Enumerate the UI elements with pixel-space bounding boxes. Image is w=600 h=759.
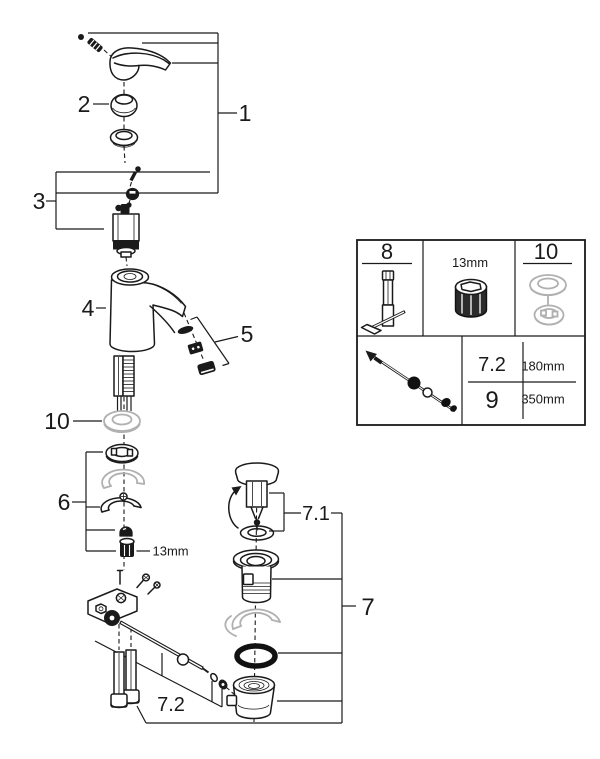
- callout-7-2: 7.2: [157, 694, 185, 716]
- lever-handle: [109, 47, 172, 81]
- table-row2-part: 9: [485, 387, 498, 414]
- shank: [113, 355, 135, 411]
- callout-6: 6: [58, 489, 71, 515]
- table-row1-length: 180mm: [521, 359, 564, 374]
- mousseur-set: [177, 326, 216, 376]
- drain-body: [226, 675, 276, 720]
- supply-hoses: [110, 649, 140, 709]
- callout-brackets: [46, 32, 356, 724]
- callout-5: 5: [241, 321, 254, 347]
- o-ring: [234, 643, 278, 669]
- plug-washer: [239, 525, 275, 541]
- callout-7-1: 7.1: [302, 503, 330, 525]
- stabilizer-plate-ghost: [101, 468, 145, 489]
- handle-cap: [110, 93, 138, 118]
- callout-13mm: 13mm: [153, 544, 189, 559]
- info-table: 8 13mm 10: [356, 239, 586, 426]
- rod-kit-icon: [365, 350, 457, 413]
- table-label-8: 8: [381, 239, 393, 264]
- mounting-ring-nut: [105, 443, 139, 464]
- plate-screw-b: [147, 581, 161, 595]
- table-label-13mm: 13mm: [452, 255, 488, 270]
- drain-clamp-ghost: [224, 608, 281, 637]
- callout-2: 2: [78, 91, 91, 117]
- popup-plug: [234, 462, 280, 531]
- table-row1-part: 7.2: [478, 354, 506, 376]
- callout-1: 1: [239, 100, 252, 126]
- cartridge: [112, 202, 140, 258]
- drain-flange: [232, 549, 280, 604]
- table-label-10: 10: [534, 239, 558, 264]
- cartridge-screw: [129, 166, 141, 182]
- plate-screw-a: [136, 573, 151, 589]
- callout-labels: 1 2 3 4 5 6 10 13mm 7.1 7 7.2: [33, 91, 375, 716]
- callout-10: 10: [44, 408, 70, 434]
- cartridge-nut: [125, 187, 140, 201]
- socket-13mm-icon: [454, 278, 488, 318]
- callout-4: 4: [82, 295, 95, 321]
- callout-7: 7: [361, 594, 374, 621]
- mounting-tool-icon: [360, 270, 406, 335]
- callout-3: 3: [33, 188, 46, 214]
- dome-ring: [109, 128, 139, 148]
- ring-set-icon: [529, 274, 567, 326]
- dome-nut: [119, 526, 133, 537]
- base-ring: [103, 410, 141, 434]
- linkage-plate: [87, 569, 161, 626]
- handle-screw: [78, 34, 103, 53]
- pull-rod: [119, 620, 228, 690]
- table-row2-length: 350mm: [521, 392, 564, 407]
- faucet-body: [109, 268, 187, 353]
- mounting-fork: [100, 492, 142, 513]
- hex-adapter: [119, 537, 135, 557]
- rotation-arrow: [228, 486, 242, 529]
